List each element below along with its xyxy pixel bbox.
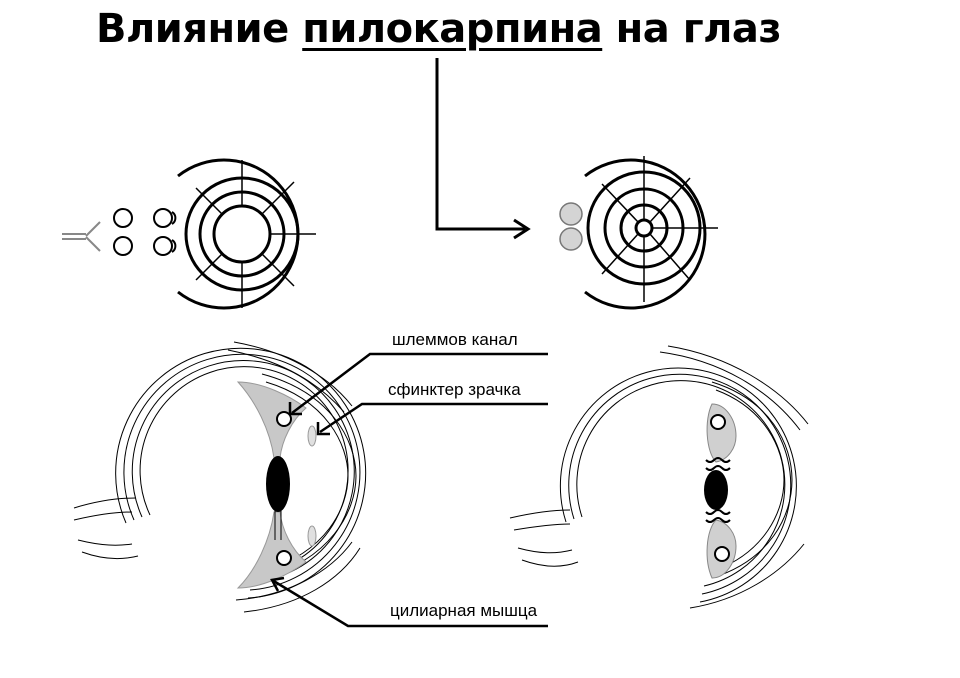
receptors-left [113, 208, 177, 256]
schlemm-markers-right [710, 414, 730, 562]
title-part-3: на глаз [602, 6, 782, 52]
iris-dilated [177, 158, 316, 310]
title-drug-name: пилокарпина [302, 6, 603, 52]
lens-right [704, 457, 731, 523]
eye-left [73, 341, 367, 613]
title-arrow [435, 58, 531, 240]
leader-schlemm [288, 352, 548, 416]
label-ciliary-muscle: цилиарная мышца [390, 601, 538, 620]
antagonist-symbol [62, 221, 101, 252]
leader-ciliary [270, 576, 548, 628]
title-block: Влияние пилокарпина на глаз [0, 0, 960, 70]
lens-left [266, 456, 290, 540]
title-part-1: Влияние [96, 6, 303, 52]
leader-sphincter [316, 402, 548, 436]
schlemm-markers-left [276, 411, 292, 566]
iris-constricted [584, 156, 718, 310]
page-title: Влияние пилокарпина на глаз [96, 6, 782, 52]
label-schlemm-canal: шлеммов канал [392, 330, 518, 349]
ciliary-body-left [236, 381, 317, 589]
receptors-right [559, 202, 583, 251]
label-pupil-sphincter: сфинктер зрачка [388, 380, 521, 399]
eye-right [509, 345, 809, 609]
